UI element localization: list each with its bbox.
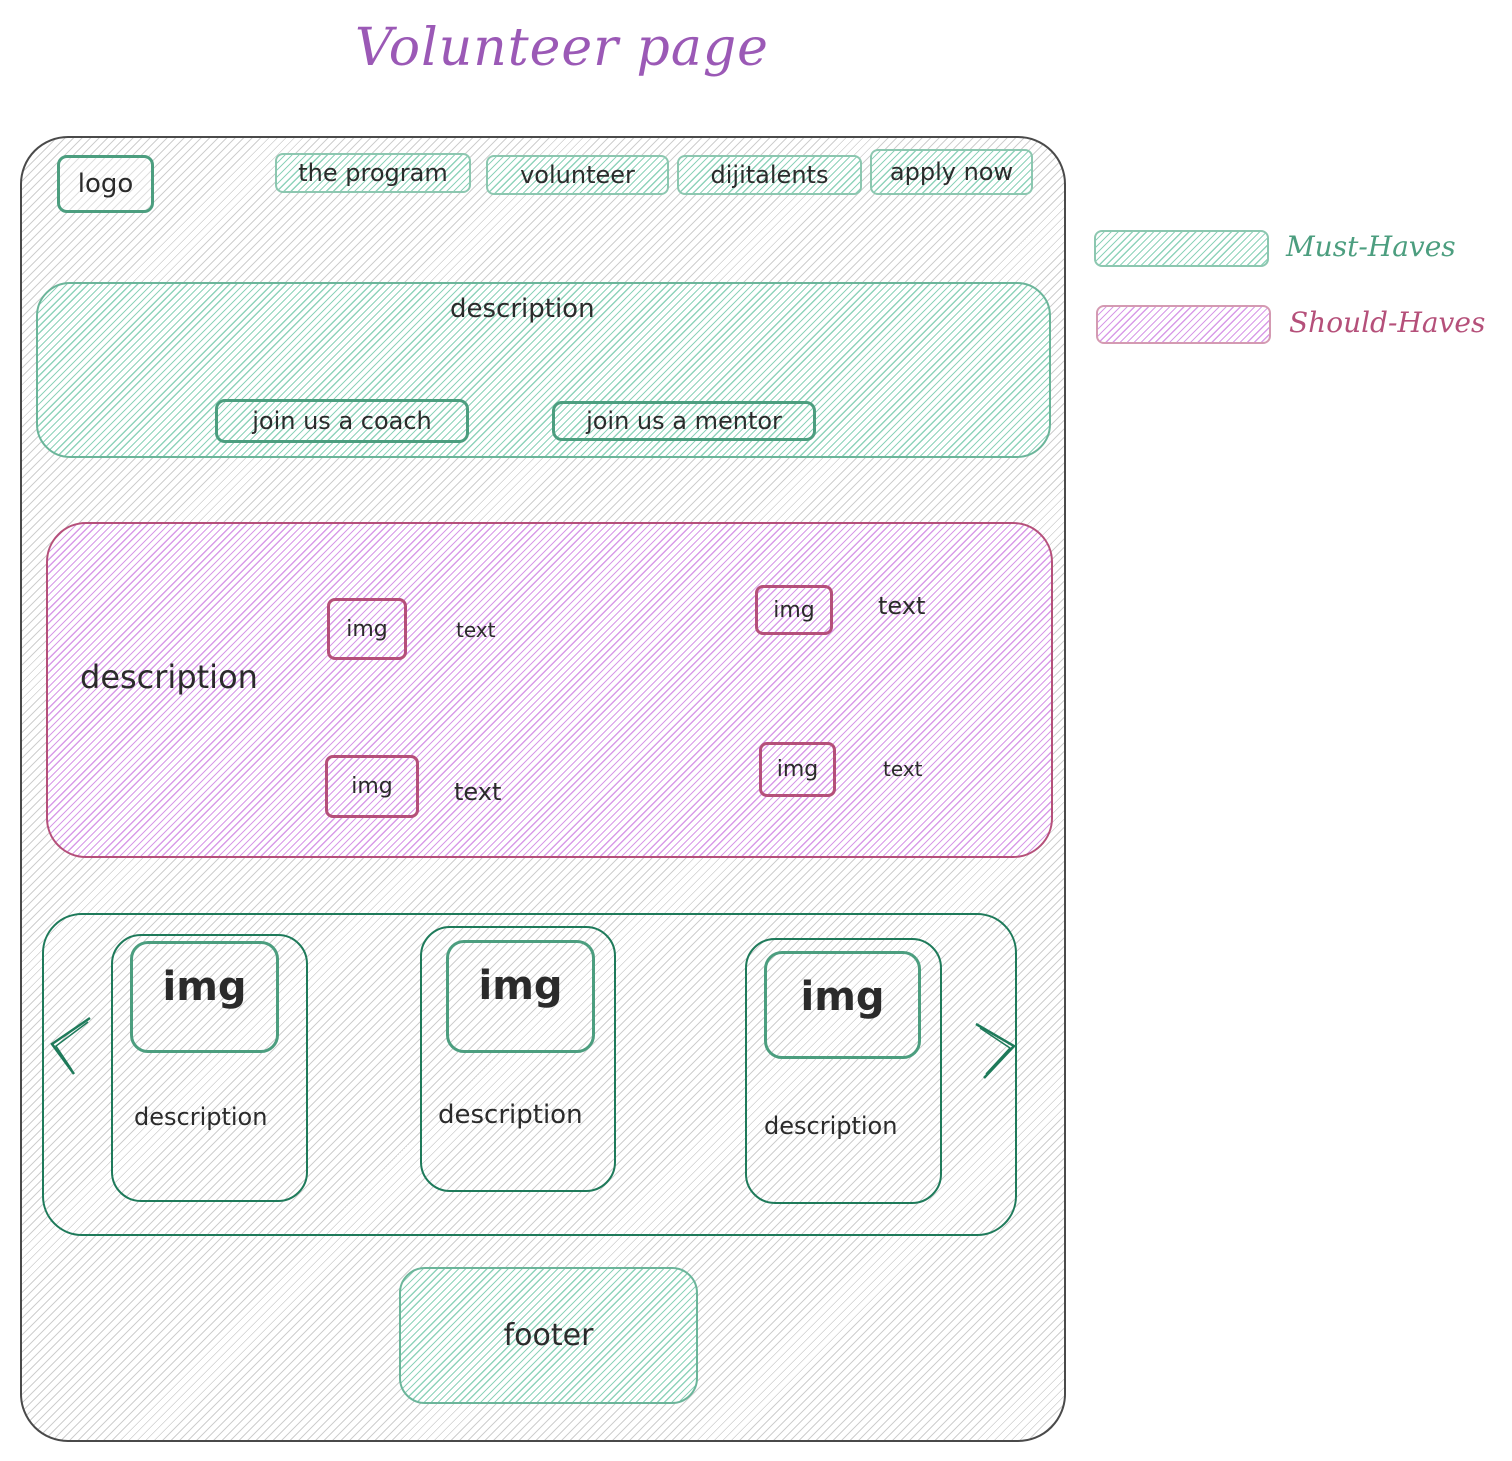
footer: footer bbox=[399, 1267, 698, 1404]
nav-item-the-program[interactable]: the program bbox=[275, 153, 471, 193]
feature-text-3: text bbox=[454, 778, 502, 806]
feature-img-1: img bbox=[327, 598, 407, 660]
carousel-card-description: description bbox=[438, 1100, 583, 1130]
feature-img-4: img bbox=[759, 742, 836, 797]
carousel-card[interactable] bbox=[420, 926, 616, 1192]
features-description: description bbox=[80, 658, 258, 696]
join-coach-button[interactable]: join us a coach bbox=[215, 399, 469, 443]
feature-text-1: text bbox=[456, 618, 496, 642]
features-section bbox=[46, 522, 1053, 858]
feature-img-3: img bbox=[325, 755, 419, 818]
carousel-card-img: img bbox=[446, 940, 595, 1053]
carousel-next-arrow[interactable] bbox=[972, 1020, 1020, 1082]
carousel-card-img: img bbox=[764, 951, 921, 1059]
chevron-right-icon bbox=[975, 1022, 1016, 1079]
nav-item-volunteer[interactable]: volunteer bbox=[486, 155, 669, 195]
legend-swatch-should bbox=[1096, 305, 1271, 344]
carousel-card[interactable] bbox=[745, 938, 942, 1204]
legend-label-must: Must-Haves bbox=[1286, 230, 1456, 263]
logo[interactable]: logo bbox=[57, 155, 154, 213]
hero-description: description bbox=[450, 294, 595, 324]
carousel-card[interactable] bbox=[111, 934, 308, 1202]
nav-item-dijitalents[interactable]: dijitalents bbox=[677, 155, 862, 195]
feature-text-4: text bbox=[883, 757, 923, 781]
hero-section bbox=[36, 282, 1051, 458]
feature-text-2: text bbox=[878, 592, 926, 620]
carousel-card-img: img bbox=[130, 941, 279, 1053]
chevron-left-icon bbox=[50, 1016, 91, 1075]
page-title: Volunteer page bbox=[355, 18, 769, 78]
legend-label-should: Should-Haves bbox=[1289, 306, 1486, 339]
carousel-card-description: description bbox=[764, 1112, 898, 1140]
join-mentor-button[interactable]: join us a mentor bbox=[552, 401, 816, 441]
nav-item-apply-now[interactable]: apply now bbox=[870, 149, 1033, 195]
feature-img-2: img bbox=[755, 585, 833, 635]
legend-swatch-must bbox=[1094, 230, 1269, 267]
carousel-prev-arrow[interactable] bbox=[46, 1014, 94, 1076]
carousel-section bbox=[42, 913, 1017, 1236]
carousel-card-description: description bbox=[134, 1103, 268, 1131]
